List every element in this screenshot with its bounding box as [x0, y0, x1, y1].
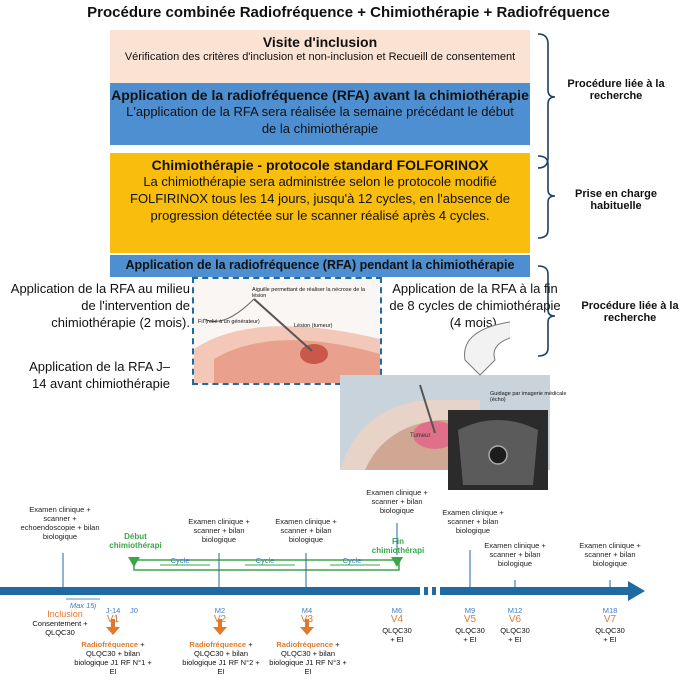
- rfa-end-text: Application de la RFA à la fin de 8 cycl…: [389, 281, 561, 330]
- timeline-axis-1: [0, 587, 420, 595]
- wire-label: Fil (relié à un générateur): [198, 319, 260, 325]
- rf2-note: Radiofréquence + QLQC30 + bilan biologiq…: [180, 640, 262, 676]
- inclusion-box: Visite d'inclusion Vérification des crit…: [110, 30, 530, 83]
- exam-m12: Examen clinique + scanner + bilan biolog…: [484, 541, 546, 568]
- rfa-j14-text: Application de la RFA J–14 avant chimiot…: [29, 359, 170, 391]
- chemo-title: Chimiothérapie - protocole standard FOLF…: [151, 157, 489, 173]
- tick-j14: J-14: [105, 606, 121, 615]
- qlq-m18: QLQC30 + EI: [595, 626, 625, 644]
- brace-research-1: [537, 33, 556, 169]
- rf1-note: Radiofréquence + QLQC30 + bilan biologiq…: [72, 640, 154, 676]
- consent-label: Consentement + QLQC30: [32, 619, 88, 637]
- inclusion-text: Vérification des critères d'inclusion et…: [124, 51, 516, 63]
- probe-drawing: [464, 321, 511, 376]
- lesion-shape: [300, 344, 328, 364]
- tick-m18: M18: [602, 606, 618, 615]
- inclusion-label: Inclusion: [47, 609, 83, 619]
- rfa-middle-text: Application de la RFA au milieu de l'int…: [10, 281, 190, 330]
- brace-research-2: [537, 265, 556, 357]
- rfa-before-text: L'application de la RFA sera réalisée la…: [126, 104, 514, 136]
- rfa-illustration-left: Aiguille permettant de réaliser la nécro…: [192, 277, 382, 385]
- visit-v7: V7: [603, 614, 617, 625]
- qlq-m12: QLQC30 + EI: [500, 626, 530, 644]
- tick-j0: J0: [130, 606, 138, 615]
- max15-label: Max 15j: [69, 601, 97, 610]
- debut-arrow: [128, 557, 140, 567]
- visit-v6: V6: [508, 614, 522, 625]
- exam-m9: Examen clinique + scanner + bilan biolog…: [442, 508, 504, 535]
- rf1-arrow: [106, 619, 120, 635]
- guidance-label: Guidage par imagerie médicale (écho): [490, 391, 567, 403]
- visit-v1: V1: [106, 614, 120, 625]
- visit-v3: V3: [300, 614, 314, 625]
- tumeur-label: Tumeur: [410, 433, 431, 439]
- rf3-label: Radiofréquence: [276, 640, 334, 649]
- fin-arrow: [391, 557, 403, 567]
- qlq-m9: QLQC30 + EI: [455, 626, 485, 644]
- side-label-research-1: Procédure liée à la recherche: [567, 78, 665, 102]
- needle-line: [253, 298, 313, 352]
- exam-m6: Examen clinique + scanner + bilan biolog…: [366, 488, 428, 515]
- rf2-arrow: [213, 619, 227, 635]
- fin-label: Fin chimiothérapi: [371, 537, 425, 555]
- rfa-before-title: Application de la radiofréquence (RFA) a…: [111, 87, 529, 103]
- exam-inclusion: Examen clinique + scanner + echoendoscop…: [20, 505, 100, 541]
- tick-m4: M4: [301, 606, 313, 615]
- rfa-during-title: Application de la radiofréquence (RFA) p…: [125, 258, 515, 272]
- tick-m9: M9: [464, 606, 476, 615]
- exam-m4: Examen clinique + scanner + bilan biolog…: [275, 517, 337, 544]
- organ-drawing: [194, 298, 380, 383]
- timeline-arrowhead: [628, 581, 645, 601]
- tumor-shape: [413, 421, 457, 449]
- rf3-arrow: [300, 619, 314, 635]
- visit-v5: V5: [463, 614, 477, 625]
- rf1-text: + QLQC30 + bilan biologique J1 RF N°1 + …: [74, 640, 152, 676]
- cycle-label-3: Cycle: [342, 556, 362, 565]
- cycle-label-2: Cycle: [255, 556, 275, 565]
- timeline-svg: [0, 523, 645, 635]
- rfa-before-box: Application de la radiofréquence (RFA) a…: [110, 83, 530, 145]
- rfa-during-box: Application de la radiofréquence (RFA) p…: [110, 255, 530, 277]
- visit-v4: V4: [390, 614, 404, 625]
- ultrasound-screen: [448, 410, 548, 490]
- side-label-standard: Prise en charge habituelle: [575, 188, 657, 212]
- rf3-note: Radiofréquence + QLQC30 + bilan biologiq…: [267, 640, 349, 676]
- exam-m18: Examen clinique + scanner + bilan biolog…: [579, 541, 641, 568]
- chemo-box: Chimiothérapie - protocole standard FOLF…: [110, 153, 530, 253]
- qlq-m6: QLQC30 + EI: [382, 626, 412, 644]
- tick-m2: M2: [214, 606, 226, 615]
- cycle-label-1: Cycle: [170, 556, 190, 565]
- braces: [537, 33, 556, 357]
- rf2-text: + QLQC30 + bilan biologique J1 RF N°2 + …: [182, 640, 260, 676]
- tick-m6: M6: [391, 606, 403, 615]
- rf1-label: Radiofréquence: [81, 640, 139, 649]
- side-label-research-2: Procédure liée à la recherche: [581, 300, 679, 324]
- rf3-text: + QLQC30 + bilan biologique J1 RF N°3 + …: [269, 640, 347, 676]
- chemo-text: La chimiothérapie sera administrée selon…: [130, 174, 510, 223]
- needle-label: Aiguille permettant de réaliser la nécro…: [252, 287, 366, 299]
- timeline-axis-2: [440, 587, 628, 595]
- inclusion-title: Visite d'inclusion: [262, 34, 378, 50]
- debut-label: Début chimiothérapi: [109, 532, 162, 550]
- lesion-label: Lésion (tumeur): [294, 323, 333, 329]
- brace-standard: [537, 155, 556, 239]
- page-title: Procédure combinée Radiofréquence + Chim…: [87, 4, 610, 21]
- tick-m12: M12: [507, 606, 523, 615]
- visit-v2: V2: [213, 614, 227, 625]
- rf2-label: Radiofréquence: [189, 640, 247, 649]
- exam-m2: Examen clinique + scanner + bilan biolog…: [188, 517, 250, 544]
